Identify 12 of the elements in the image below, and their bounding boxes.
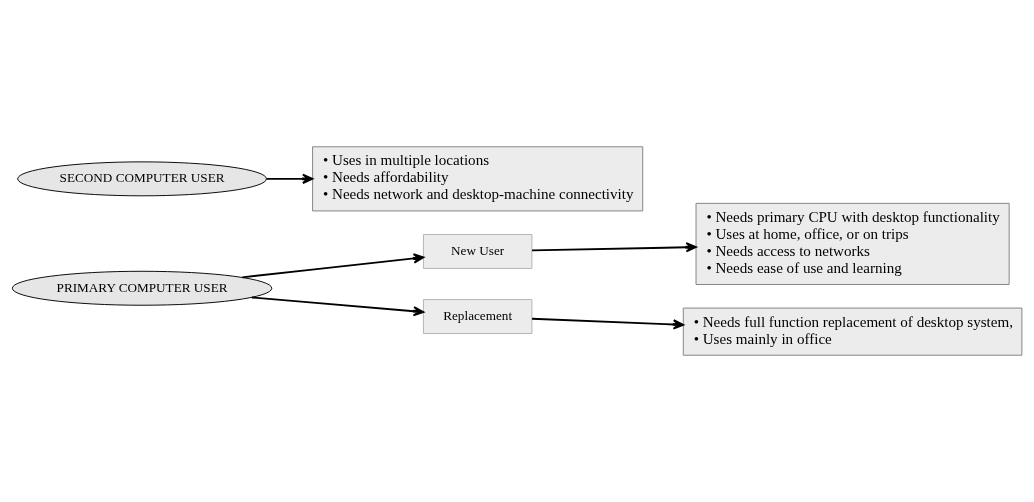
node-box: • Uses in multiple locations • Needs affordability • Needs network and desktop-machine connectivity (312, 146, 644, 212)
node-box: • Needs full function replacement of desktop system, • Uses mainly in office (682, 307, 1023, 356)
node-box: • Needs primary CPU with desktop functionality • Uses at home, office, or on trips • Needs access to networks • Needs ease of use and learning (695, 202, 1010, 285)
node-box: New User (422, 234, 533, 269)
arrow (531, 317, 684, 330)
node-box: Replacement (422, 299, 533, 334)
arrow (265, 173, 314, 185)
node-ellipse: PRIMARY COMPUTER USER (11, 270, 273, 306)
node-ellipse: SECOND COMPUTER USER (17, 161, 267, 197)
arrow (250, 296, 425, 317)
arrow (531, 242, 697, 253)
arrow (241, 253, 425, 279)
